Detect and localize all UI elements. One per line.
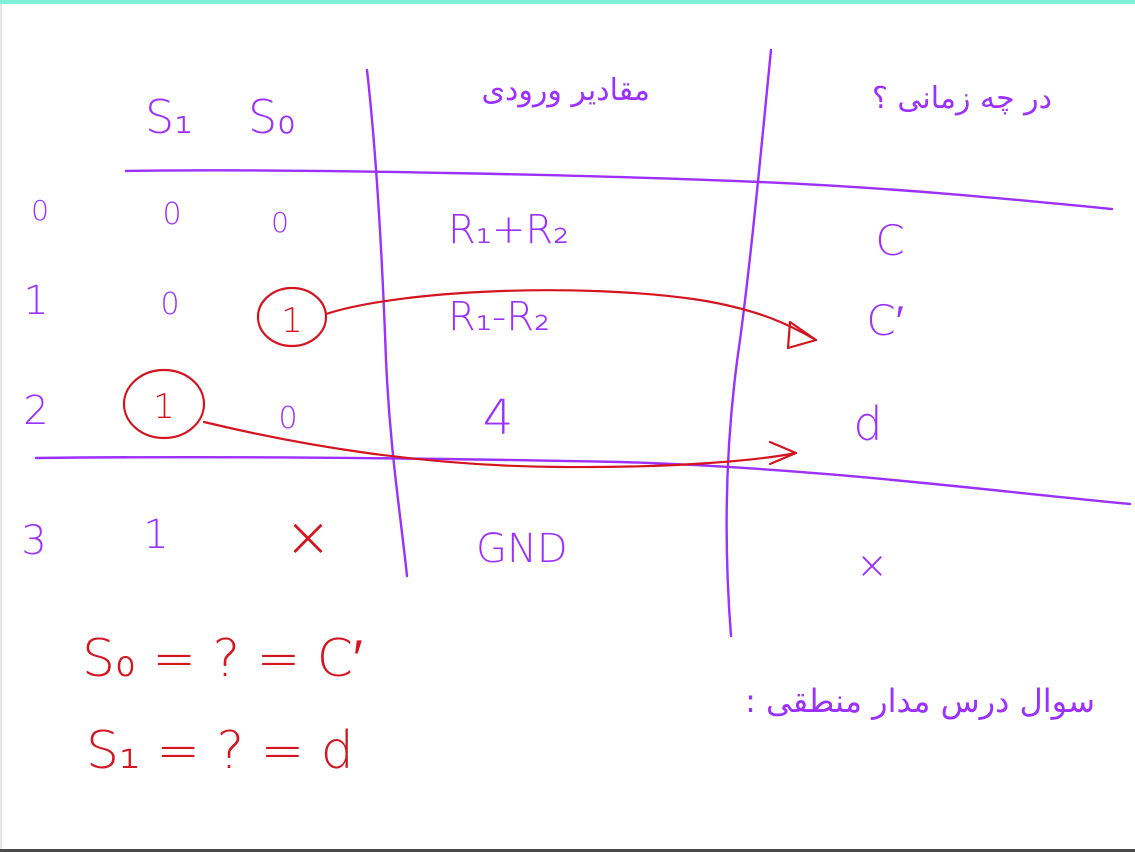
cell-input: R₁-R₂ (448, 294, 550, 340)
cell-s1: 0 (162, 197, 181, 232)
question-note: سوال درس مدار منطقی : (745, 682, 1095, 720)
cell-output: C′ (866, 296, 903, 345)
cell-input: GND (476, 526, 568, 572)
row-index: 0 (31, 194, 49, 227)
table-grid (34, 48, 1132, 638)
bottom-bar (0, 849, 1135, 852)
equation-s1: S₁ = ? = d (86, 721, 354, 781)
equation-s0: S₀ = ? = C′ (82, 629, 363, 689)
cell-output: d (853, 397, 882, 451)
table-row: 1 0 1 R₁-R₂ C′ (23, 278, 903, 345)
left-edge (0, 4, 2, 849)
arrow-s1-to-output (202, 420, 798, 469)
arrow-head-1 (786, 320, 818, 350)
cell-s1: 1 (143, 512, 168, 558)
header-divider-line (124, 169, 1114, 211)
cell-s0: 0 (271, 206, 289, 239)
cell-s1: 0 (160, 287, 179, 322)
row-index: 2 (23, 388, 48, 434)
header-s0: S₀ (248, 90, 296, 144)
cell-s0: 1 (281, 301, 303, 341)
header-input-values: مقادیر ورودی (482, 73, 651, 108)
red-annotations (122, 286, 818, 469)
cell-s0: 0 (278, 401, 297, 436)
table-row: 2 1 0 4 d (23, 387, 882, 451)
header-output-question: در چه زمانی ؟ (872, 81, 1052, 116)
circle-s1-row2 (122, 368, 206, 440)
row-index: 1 (23, 278, 48, 324)
header-s1: S₁ (145, 90, 193, 144)
cell-output: × (856, 543, 888, 587)
table-row: 0 0 0 R₁+R₂ C (31, 194, 905, 265)
row-index: 3 (21, 518, 46, 564)
cell-s0: × (285, 505, 332, 570)
cell-input: 4 (483, 390, 514, 446)
column-divider-2 (725, 48, 773, 638)
top-accent-bar (0, 0, 1135, 4)
arrow-head-2 (768, 440, 798, 466)
cell-input: R₁+R₂ (448, 207, 569, 253)
column-divider-1 (365, 68, 409, 578)
arrow-s0-to-output (324, 289, 818, 342)
table-row: 3 1 × GND × (21, 505, 888, 587)
row3-divider-line (34, 456, 1132, 506)
cell-output: C (875, 216, 904, 265)
cell-s1: 1 (153, 387, 175, 427)
circle-s0-row1 (256, 286, 328, 348)
